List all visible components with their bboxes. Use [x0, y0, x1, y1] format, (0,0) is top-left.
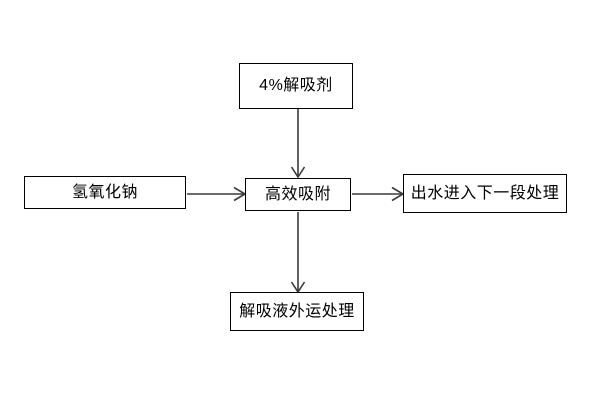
node-high-efficiency-adsorption[interactable]: 高效吸附: [245, 178, 351, 211]
node-sodium-hydroxide[interactable]: 氢氧化钠: [24, 176, 186, 209]
node-high-efficiency-adsorption-label: 高效吸附: [264, 185, 331, 203]
edge-adsorption-to-effluent: [352, 186, 405, 202]
node-desorbate-offsite-treatment-label: 解吸液外运处理: [239, 302, 355, 320]
node-effluent-next-stage-label: 出水进入下一段处理: [410, 184, 560, 202]
node-desorbent-label: 4%解吸剂: [259, 77, 333, 95]
node-effluent-next-stage[interactable]: 出水进入下一段处理: [403, 174, 567, 213]
node-sodium-hydroxide-label: 氢氧化钠: [71, 183, 138, 201]
node-desorbent[interactable]: 4%解吸剂: [239, 63, 353, 109]
edge-desorbent-to-adsorption: [290, 109, 306, 179]
edge-sodium-hydroxide-to-adsorption: [187, 186, 247, 202]
edge-adsorption-to-desorbate: [290, 212, 306, 294]
node-desorbate-offsite-treatment[interactable]: 解吸液外运处理: [230, 292, 364, 331]
